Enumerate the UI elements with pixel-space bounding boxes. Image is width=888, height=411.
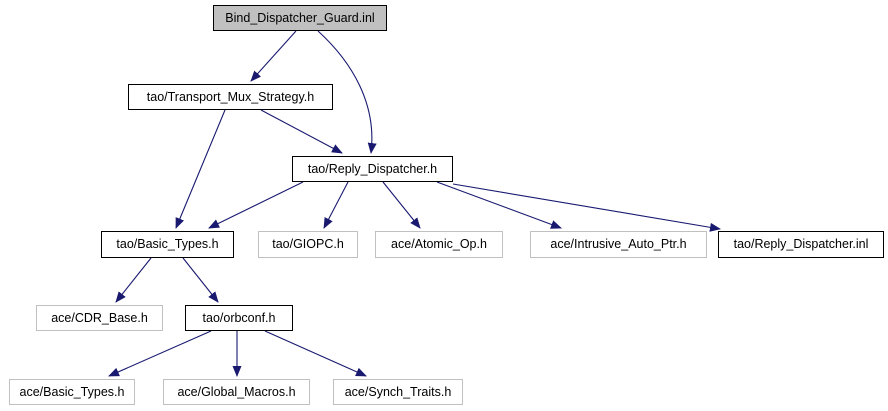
edge-tao-orbconf-h-to-ace-basic-types-h [108, 330, 212, 377]
node-ace-synch-traits-h: ace/Synch_Traits.h [333, 379, 463, 405]
edge-tao-reply-dispatcher-h-to-ace-atomic-op-h [382, 181, 421, 229]
edge-bind-dispatcher-guard-inl-to-tao-reply-dispatcher-h [317, 30, 377, 154]
node-tao-giopc-h: tao/GIOPC.h [258, 231, 358, 258]
edge-tao-basic-types-h-to-tao-orbconf-h [182, 257, 219, 303]
edges [108, 30, 721, 377]
node-tao-orbconf-h[interactable]: tao/orbconf.h [185, 305, 293, 331]
node-ace-basic-types-h: ace/Basic_Types.h [9, 379, 135, 405]
node-ace-atomic-op-h: ace/Atomic_Op.h [375, 231, 503, 258]
edge-tao-basic-types-h-to-ace-cdr-base-h [115, 257, 152, 303]
edge-tao-reply-dispatcher-h-to-tao-basic-types-h [208, 181, 304, 229]
node-ace-cdr-base-h: ace/CDR_Base.h [36, 305, 163, 331]
edge-tao-reply-dispatcher-h-to-tao-giopc-h [323, 181, 349, 229]
edge-tao-orbconf-h-to-ace-synch-traits-h [264, 330, 367, 377]
node-tao-reply-dispatcher-inl[interactable]: tao/Reply_Dispatcher.inl [718, 231, 884, 258]
node-tao-transport-mux-strategy-h[interactable]: tao/Transport_Mux_Strategy.h [128, 84, 333, 110]
node-ace-intrusive-auto-ptr-h: ace/Intrusive_Auto_Ptr.h [530, 231, 707, 258]
node-tao-basic-types-h[interactable]: tao/Basic_Types.h [101, 231, 234, 258]
edge-tao-reply-dispatcher-h-to-ace-intrusive-auto-ptr-h [436, 181, 562, 229]
edge-tao-transport-mux-strategy-h-to-tao-basic-types-h [175, 109, 226, 229]
edge-bind-dispatcher-guard-inl-to-tao-transport-mux-strategy-h [250, 30, 297, 82]
node-bind-dispatcher-guard-inl: Bind_Dispatcher_Guard.inl [213, 5, 387, 31]
node-ace-global-macros-h: ace/Global_Macros.h [163, 379, 310, 405]
edge-tao-reply-dispatcher-h-to-tao-reply-dispatcher-inl [452, 183, 721, 232]
edge-tao-transport-mux-strategy-h-to-tao-reply-dispatcher-h [260, 109, 343, 154]
node-tao-reply-dispatcher-h[interactable]: tao/Reply_Dispatcher.h [292, 156, 453, 182]
